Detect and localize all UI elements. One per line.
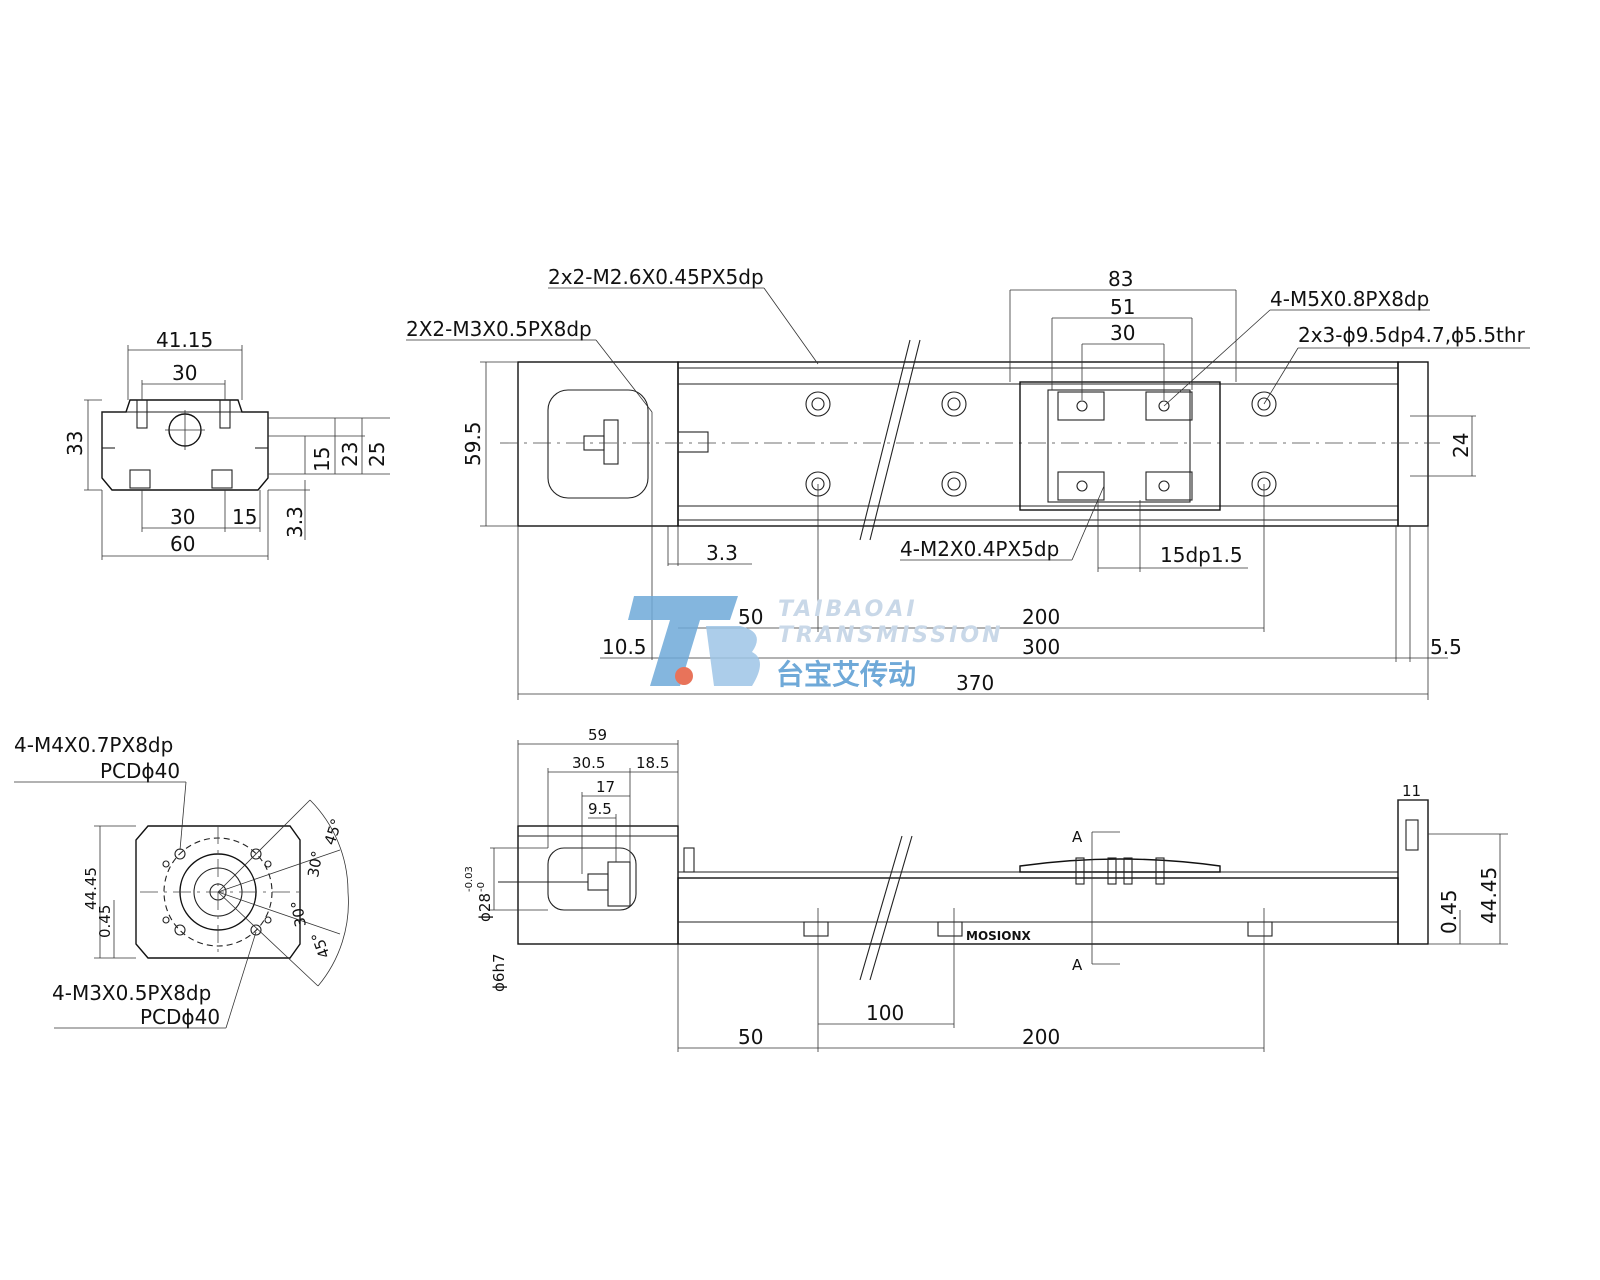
watermark-cn: 台宝艾传动 [776, 658, 916, 691]
dim-dia-28: ϕ28 [476, 893, 494, 922]
counterbore-holes [805, 391, 1277, 497]
label-counterbore: 2x3-ϕ9.5dp4.7,ϕ5.5thr [1298, 323, 1526, 347]
dim-dia-28-tol: -0.03 [464, 866, 475, 892]
angle-30-bottom: 30° [288, 899, 310, 928]
angle-45-top: 45° [321, 816, 346, 847]
dim-24: 24 [1449, 433, 1473, 458]
dim-0-45-side: 0.45 [1437, 889, 1461, 934]
dim-17: 17 [596, 778, 615, 796]
dim-44-45-side: 44.45 [1477, 867, 1501, 924]
watermark-en-1: TAIBAOAI [778, 597, 918, 622]
angle-30-top: 30° [304, 849, 326, 878]
side-view: A A MOSIONX 59 30.5 18.5 17 9.5 11 [464, 726, 1508, 1052]
label-m3-top: 2X2-M3X0.5PX8dp [406, 317, 592, 341]
label-pcd-bottom: PCDϕ40 [140, 1005, 220, 1029]
dim-dia-28-tol-b: -0 [476, 882, 487, 892]
dim-30-top: 30 [172, 361, 197, 385]
dim-23-h: 23 [338, 442, 362, 467]
dim-18-5: 18.5 [636, 754, 669, 772]
dim-200-top: 200 [1022, 605, 1060, 629]
watermark-logo-dot [675, 667, 693, 685]
dim-370: 370 [956, 671, 994, 695]
dim-15-h: 15 [310, 447, 334, 472]
dim-200-side: 200 [1022, 1025, 1060, 1049]
dim-83: 83 [1108, 267, 1133, 291]
brand-label: MOSIONX [966, 929, 1031, 943]
dim-30-carriage: 30 [1110, 321, 1135, 345]
dim-0-45-flange: 0.45 [96, 905, 114, 938]
dim-15-bottom: 15 [232, 505, 257, 529]
dim-3-3-front: 3.3 [283, 506, 307, 538]
section-a-top: A [1072, 828, 1083, 846]
angle-45-bottom: 45° [308, 930, 334, 961]
dim-10-5: 10.5 [602, 635, 647, 659]
dim-41-15: 41.15 [156, 328, 213, 352]
dim-3-3-top: 3.3 [706, 541, 738, 565]
dim-33: 33 [63, 431, 87, 456]
dim-11: 11 [1402, 782, 1421, 800]
watermark-logo-b [706, 626, 760, 686]
front-view: 41.15 30 33 15 23 25 3.3 30 15 60 [63, 328, 390, 560]
dim-25-h: 25 [365, 442, 389, 467]
label-m3-flange: 4-M3X0.5PX8dp [52, 981, 211, 1005]
dim-100: 100 [866, 1001, 904, 1025]
label-15dp: 15dp1.5 [1160, 543, 1243, 567]
dim-5-5: 5.5 [1430, 635, 1462, 659]
dim-59-5: 59.5 [461, 421, 485, 466]
dim-51: 51 [1110, 295, 1135, 319]
dim-60: 60 [170, 532, 195, 556]
top-view: 83 51 30 2x2-M2.6X0.45PX5dp 2X2-M3X0.5PX… [406, 265, 1530, 700]
dim-50-side: 50 [738, 1025, 763, 1049]
dim-dia-6h7: ϕ6h7 [490, 954, 508, 993]
label-pcd-top: PCDϕ40 [100, 759, 180, 783]
watermark-logo-t [628, 596, 738, 686]
dim-44-45-flange: 44.45 [82, 867, 100, 910]
label-m4: 4-M4X0.7PX8dp [14, 733, 173, 757]
dim-300: 300 [1022, 635, 1060, 659]
watermark: TAIBAOAI TRANSMISSION 台宝艾传动 [628, 596, 1004, 691]
section-a-bottom: A [1072, 956, 1083, 974]
flange-view: 45° 30° 30° 45° 4-M4X0.7PX8dp PCDϕ40 44.… [14, 733, 349, 1029]
dim-9-5: 9.5 [588, 800, 612, 818]
dim-59: 59 [588, 726, 607, 744]
dim-30-5: 30.5 [572, 754, 605, 772]
dim-30-bottom: 30 [170, 505, 195, 529]
label-m26: 2x2-M2.6X0.45PX5dp [548, 265, 764, 289]
dim-50-top: 50 [738, 605, 763, 629]
label-m2: 4-M2X0.4PX5dp [900, 537, 1059, 561]
label-m5: 4-M5X0.8PX8dp [1270, 287, 1429, 311]
watermark-en-2: TRANSMISSION [778, 623, 1004, 648]
